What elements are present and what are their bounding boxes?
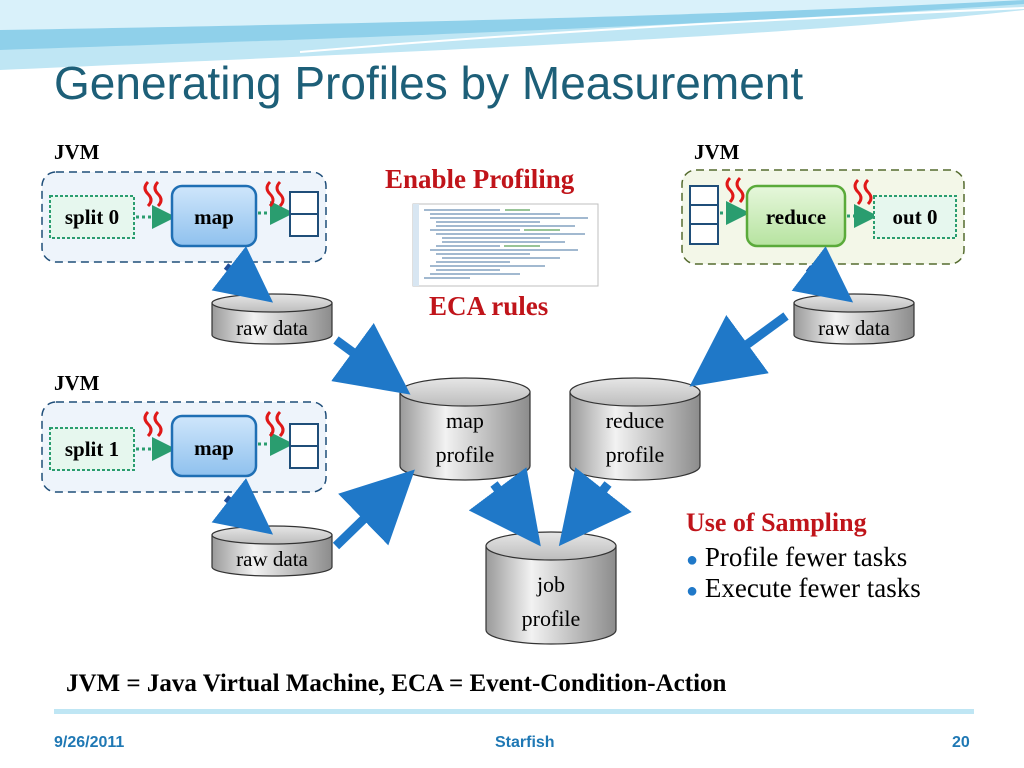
raw-data-store-1: raw data: [211, 293, 333, 345]
jvm-label-3: JVM: [694, 140, 740, 164]
sampling-bullet-2-text: Execute fewer tasks: [704, 573, 921, 603]
reduce-profile-line2: profile: [606, 442, 665, 467]
profiling-squiggle-2b: [265, 410, 285, 438]
out-0-box: [873, 195, 957, 239]
reduce-task-label: reduce: [766, 205, 826, 229]
job-profile-line2: profile: [522, 606, 581, 631]
arrow-mapprofile-to-jobprofile: [468, 467, 541, 547]
map-profile-line1: map: [446, 408, 484, 433]
eca-rules-label: ECA rules: [429, 291, 549, 321]
reduce-profile-line1: reduce: [606, 408, 665, 433]
arrow-raw2-to-mapprofile: [332, 469, 415, 550]
bullet-dot-icon: ●: [686, 549, 699, 571]
sampling-bullet-1-text: Profile fewer tasks: [704, 542, 908, 572]
raw-data-label-3: raw data: [818, 316, 890, 340]
raw-data-label-2: raw data: [236, 547, 308, 571]
arrow-reduceprofile-to-jobprofile: [558, 467, 632, 547]
input-buffer-stack: [689, 185, 719, 245]
slide-title: Generating Profiles by Measurement: [54, 57, 804, 109]
enable-profiling-label: Enable Profiling: [385, 164, 575, 194]
bullet-dot-icon: ●: [686, 580, 699, 602]
raw-data-store-2: raw data: [211, 525, 333, 577]
arrow-jvm1-to-raw: [211, 246, 274, 303]
job-profile-store: job profile: [485, 531, 617, 645]
sampling-block: Use of Sampling ● Profile fewer tasks ● …: [686, 508, 921, 604]
raw-data-label-1: raw data: [236, 316, 308, 340]
sampling-bullet-1: ● Profile fewer tasks: [686, 542, 921, 573]
footer-center: Starfish: [495, 734, 555, 751]
map-profile-store: map profile: [399, 377, 531, 481]
profiling-squiggle-1a: [143, 180, 163, 208]
sampling-heading: Use of Sampling: [686, 508, 867, 537]
split-1-box: [49, 427, 135, 471]
out-0-label: out 0: [893, 205, 938, 229]
map-task-2-label: map: [194, 436, 234, 460]
jvm-label-2: JVM: [54, 371, 100, 395]
job-profile-line1: job: [536, 572, 565, 597]
profiling-squiggle-3b: [853, 178, 873, 206]
split-1-label: split 1: [65, 437, 119, 461]
legend-text: JVM = Java Virtual Machine, ECA = Event-…: [66, 670, 727, 697]
split-0-label: split 0: [65, 205, 119, 229]
arrow-raw1-to-mapprofile: [331, 323, 411, 395]
sampling-bullet-2: ● Execute fewer tasks: [686, 573, 921, 604]
footer-separator: [54, 709, 974, 714]
profiling-squiggle-2a: [143, 410, 163, 438]
profiling-squiggle-1b: [265, 180, 285, 208]
footer-page: 20: [952, 734, 970, 751]
map-profile-line2: profile: [436, 442, 495, 467]
jvm-label-1: JVM: [54, 140, 100, 164]
map-task-1: [170, 184, 258, 248]
reduce-profile-store: reduce profile: [569, 377, 701, 481]
map-task-2: [170, 414, 258, 478]
profiling-squiggle-3a: [725, 176, 745, 204]
footer-date: 9/26/2011: [54, 734, 125, 751]
reduce-task: [745, 184, 847, 248]
arrow-raw3-to-reduceprofile: [689, 312, 789, 387]
header-wave: [0, 0, 1024, 70]
map-task-1-label: map: [194, 205, 234, 229]
split-0-box: [49, 195, 135, 239]
raw-data-store-3: raw data: [793, 293, 915, 345]
arrow-jvm2-to-raw: [211, 478, 274, 535]
eca-rules-code-thumbnail: [412, 203, 599, 287]
arrow-jvm3-to-raw: [791, 246, 854, 303]
